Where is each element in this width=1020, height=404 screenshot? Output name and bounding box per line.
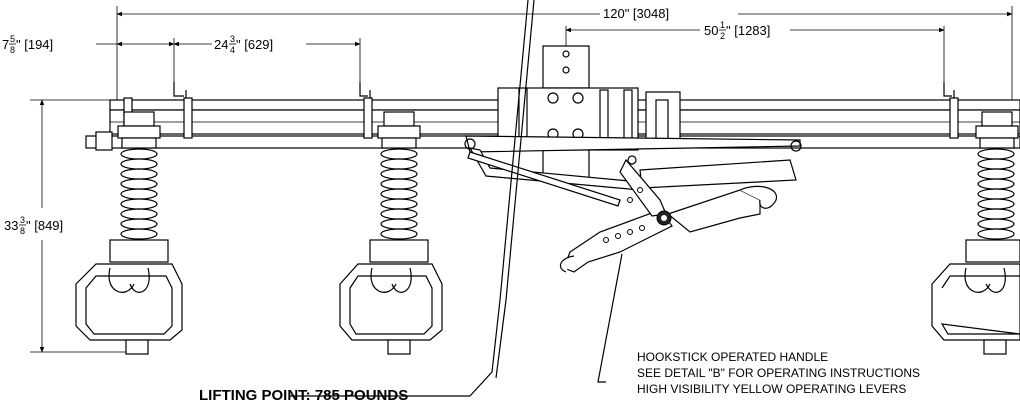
handle-callout-line1: HOOKSTICK OPERATED HANDLE: [637, 350, 828, 364]
svg-text:2: 2: [720, 31, 725, 41]
edge-offset-dimension: 7 5 8 " [194]: [2, 34, 53, 55]
leader-lines: [290, 0, 623, 397]
svg-text:8: 8: [20, 226, 25, 236]
center-dimension: 50 1 2 " [1283]: [704, 20, 770, 41]
dimension-lines: [30, 6, 1013, 353]
operating-mechanism: [464, 45, 802, 273]
height-dimension: 33 3 8 " [849]: [4, 215, 63, 236]
handle-callout-line3: HIGH VISIBILITY YELLOW OPERATING LEVERS: [637, 382, 906, 396]
svg-text:33: 33: [4, 218, 18, 233]
svg-text:8: 8: [10, 45, 15, 55]
switch-pole-left: [75, 111, 183, 355]
switch-pole-center: [339, 111, 443, 355]
svg-text:3: 3: [230, 34, 235, 44]
switch-pole-right: [931, 111, 1020, 355]
svg-text:5: 5: [10, 34, 15, 44]
svg-text:" [1283]: " [1283]: [726, 23, 770, 38]
svg-text:1: 1: [720, 20, 725, 30]
svg-text:" [849]: " [849]: [26, 218, 63, 233]
svg-text:24: 24: [214, 37, 228, 52]
handle-callout-line2: SEE DETAIL "B" FOR OPERATING INSTRUCTION…: [637, 366, 920, 380]
svg-text:7: 7: [2, 37, 9, 52]
spacing-dimension: 24 3 4 " [629]: [214, 34, 273, 55]
lifting-point-callout: LIFTING POINT: 785 POUNDS: [199, 387, 408, 404]
svg-text:3: 3: [20, 215, 25, 225]
svg-text:50: 50: [704, 23, 718, 38]
svg-text:" [629]: " [629]: [236, 37, 273, 52]
svg-text:4: 4: [230, 45, 235, 55]
svg-text:" [194]: " [194]: [16, 37, 53, 52]
overall-width-dimension: 120" [3048]: [603, 6, 669, 21]
